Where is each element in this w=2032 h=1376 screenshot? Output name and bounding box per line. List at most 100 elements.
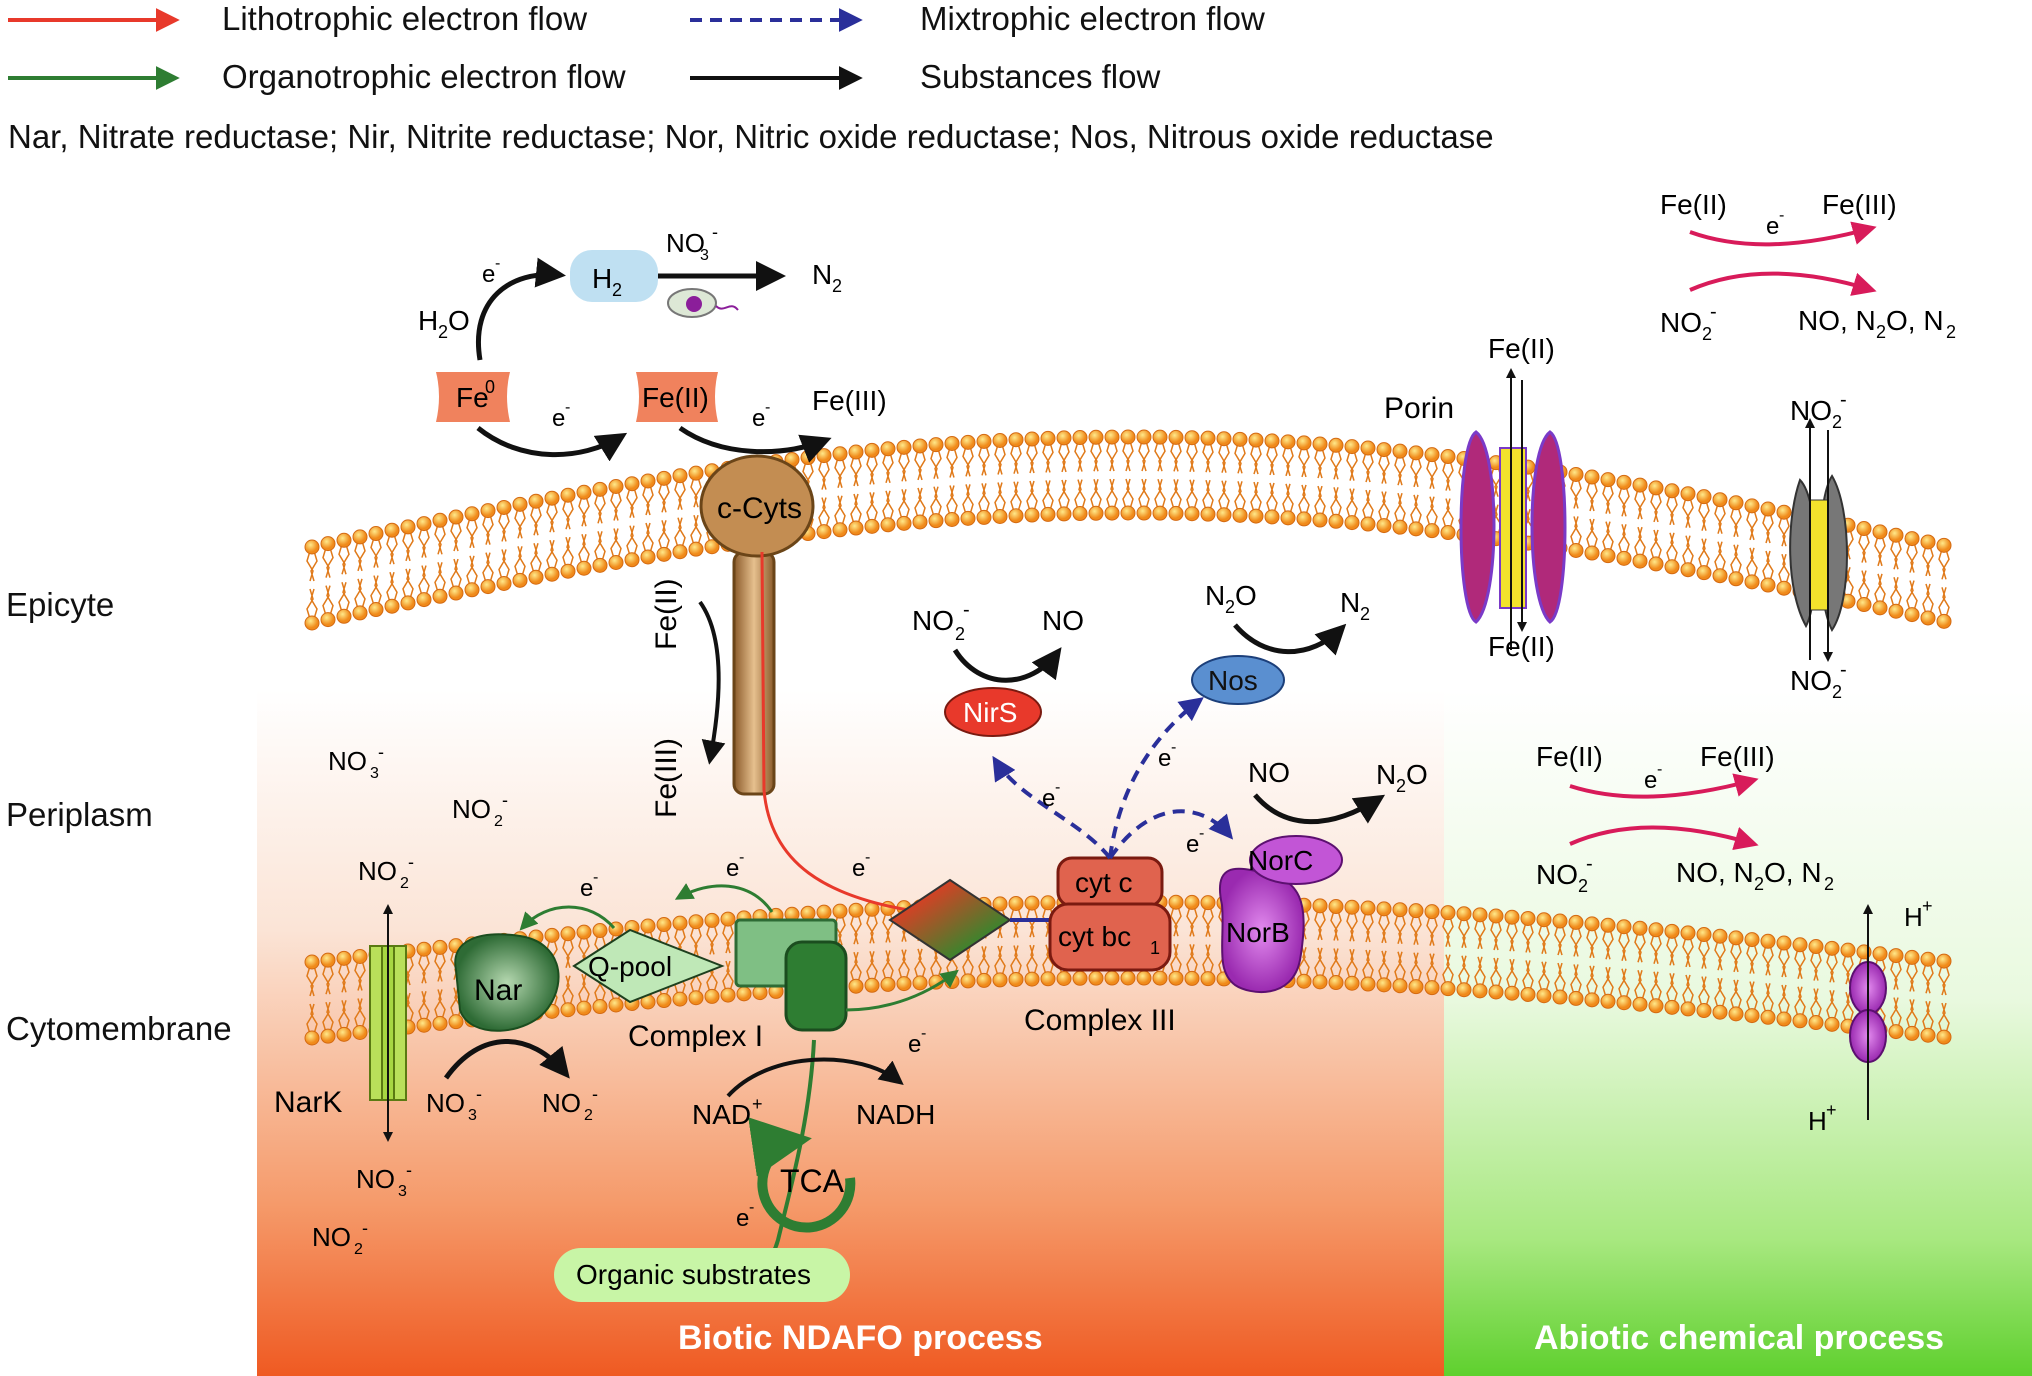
abiotic-mid-no2-sup: - bbox=[1586, 853, 1593, 875]
nar-no2-sup: - bbox=[592, 1084, 598, 1104]
fe2-box-label: Fe(II) bbox=[642, 382, 709, 413]
nar-node bbox=[454, 933, 560, 1032]
no3-top-label: NO bbox=[666, 228, 705, 258]
electron-label-10: e bbox=[580, 875, 593, 902]
nar-no2-label: NO bbox=[542, 1088, 581, 1118]
nark-no3-bottom-sup: - bbox=[406, 1160, 412, 1180]
h2-label: H bbox=[592, 263, 612, 294]
channel-no2-bottom-sub: 2 bbox=[1832, 682, 1842, 702]
tca-label: TCA bbox=[780, 1163, 845, 1199]
electron-sup-6: - bbox=[1171, 739, 1176, 756]
electron-label-9: e bbox=[726, 855, 739, 882]
complex1-arm bbox=[784, 940, 848, 1032]
cyt-bc1-label: cyt bc bbox=[1058, 921, 1131, 952]
mixtrophic-to-norc bbox=[1108, 809, 1234, 860]
abiotic-mid-products-sub2: 2 bbox=[1824, 874, 1834, 894]
periplasm-no2-sup: - bbox=[502, 790, 508, 810]
region-periplasm-label: Periplasm bbox=[6, 796, 153, 833]
abiotic-top-no2-sub: 2 bbox=[1702, 324, 1712, 344]
electron-label-7: e bbox=[1186, 831, 1199, 858]
abiotic-mid-fe-arrow bbox=[1569, 773, 1759, 799]
fe0-label: Fe bbox=[456, 382, 489, 413]
abiotic-mid-electron-sup: - bbox=[1657, 761, 1662, 778]
nirs-no2-sup: - bbox=[963, 599, 970, 621]
nark-no2-top-label: NO bbox=[358, 856, 397, 886]
outer-membrane bbox=[304, 429, 1952, 631]
no2-to-no-arrow bbox=[952, 647, 1062, 683]
proton-bottom-label: H bbox=[1808, 1106, 1827, 1136]
fe2-fe3-oxidation-arrow bbox=[698, 600, 726, 765]
periplasm-no3-label: NO bbox=[328, 746, 367, 776]
abiotic-top-fe2-label: Fe(II) bbox=[1660, 189, 1727, 220]
fe2-to-fe3-arrow bbox=[678, 425, 832, 463]
fe0-to-h2-arrow bbox=[476, 257, 566, 361]
q-pool-label: Q-pool bbox=[588, 951, 672, 982]
tca-cycle bbox=[748, 1117, 856, 1233]
region-epicyte-label: Epicyte bbox=[6, 586, 115, 623]
nirs-no-label: NO bbox=[1042, 605, 1084, 636]
fe2-vertical-label: Fe(II) bbox=[650, 578, 683, 650]
porin-fe2-top-label: Fe(II) bbox=[1488, 333, 1555, 364]
nad-to-nadh-arrow bbox=[726, 1057, 904, 1098]
nar-no3-sub: 3 bbox=[468, 1107, 477, 1124]
electron-sup-2: - bbox=[565, 399, 570, 416]
nark-no2-top-sub: 2 bbox=[400, 875, 409, 892]
porin-fe2-bottom-label: Fe(II) bbox=[1488, 631, 1555, 662]
n2-top-sub: 2 bbox=[832, 276, 842, 296]
q-pool-node bbox=[572, 928, 725, 1004]
abiotic-mid-products-label: NO, N bbox=[1676, 857, 1754, 888]
no3-top-sup: - bbox=[712, 222, 718, 242]
complex1-to-qpool-arrow bbox=[674, 883, 774, 913]
electron-label-2: e bbox=[552, 405, 565, 432]
biotic-zone-background bbox=[257, 690, 1444, 1376]
electron-sup-7: - bbox=[1199, 825, 1204, 842]
electron-label-3: e bbox=[752, 405, 765, 432]
channel-no2-top-sup: - bbox=[1840, 389, 1847, 411]
c-cyts-node bbox=[699, 454, 815, 558]
abiotic-top-no2-sup: - bbox=[1710, 301, 1717, 323]
complex1-label: Complex I bbox=[628, 1020, 763, 1053]
no-to-n2o-arrow bbox=[1253, 793, 1386, 825]
abiotic-zone-title: Abiotic chemical process bbox=[1534, 1319, 1945, 1357]
abiotic-top-products-sub: 2 bbox=[1876, 322, 1886, 342]
channel-no2-bottom-sup: - bbox=[1840, 659, 1847, 681]
abiotic-top-products-label: NO, N bbox=[1798, 305, 1876, 336]
fe0-node bbox=[436, 372, 510, 422]
nark-no3-bottom-sub: 3 bbox=[398, 1183, 407, 1200]
nark-no2-top-sup: - bbox=[408, 852, 414, 872]
periplasm-no2-label: NO bbox=[452, 794, 491, 824]
complex3-label: Complex III bbox=[1024, 1004, 1176, 1037]
abiotic-mid-products-sub: 2 bbox=[1754, 874, 1764, 894]
nar-no3-sup: - bbox=[476, 1084, 482, 1104]
region-cytomembrane-label: Cytomembrane bbox=[6, 1010, 232, 1047]
cyt-bc1-node bbox=[1048, 902, 1172, 972]
abiotic-mid-fe2-label: Fe(II) bbox=[1536, 741, 1603, 772]
electron-sup: - bbox=[495, 255, 500, 272]
complex1-to-complex3-arrow bbox=[845, 969, 959, 1012]
bottom-no2-sup: - bbox=[362, 1218, 368, 1238]
mixtrophic-to-nos bbox=[1108, 697, 1204, 859]
norb-node bbox=[1219, 867, 1305, 994]
nar-no3-label: NO bbox=[426, 1088, 465, 1118]
abiotic-mid-products-mid: O, N bbox=[1764, 857, 1822, 888]
nadh-label: NADH bbox=[856, 1099, 935, 1130]
periplasm-no2-sub: 2 bbox=[494, 813, 503, 830]
electron-sup-10: - bbox=[593, 869, 598, 886]
c-cyts-label: c-Cyts bbox=[717, 492, 802, 525]
h2o-end: O bbox=[448, 305, 470, 336]
nirs-no2-label: NO bbox=[912, 605, 954, 636]
legend-organotrophic-label: Organotrophic electron flow bbox=[222, 58, 626, 95]
nark-label: NarK bbox=[274, 1086, 342, 1119]
abiotic-top-products-sub2: 2 bbox=[1946, 322, 1956, 342]
cyt-bc1-sub: 1 bbox=[1150, 938, 1160, 958]
no3-to-no2-arrow bbox=[443, 1039, 570, 1080]
lithotrophic-electron-path bbox=[760, 551, 939, 922]
proton-top-sup: + bbox=[1922, 896, 1933, 916]
electron-label-6: e bbox=[1158, 745, 1171, 772]
nad-label: NAD bbox=[692, 1099, 751, 1130]
channel-no2-bottom-label: NO bbox=[1790, 665, 1832, 696]
bottom-no2-sub: 2 bbox=[354, 1241, 363, 1258]
proton-top-label: H bbox=[1904, 902, 1923, 932]
electron-sup-9: - bbox=[739, 849, 744, 866]
biotic-zone-title: Biotic NDAFO process bbox=[678, 1319, 1043, 1357]
